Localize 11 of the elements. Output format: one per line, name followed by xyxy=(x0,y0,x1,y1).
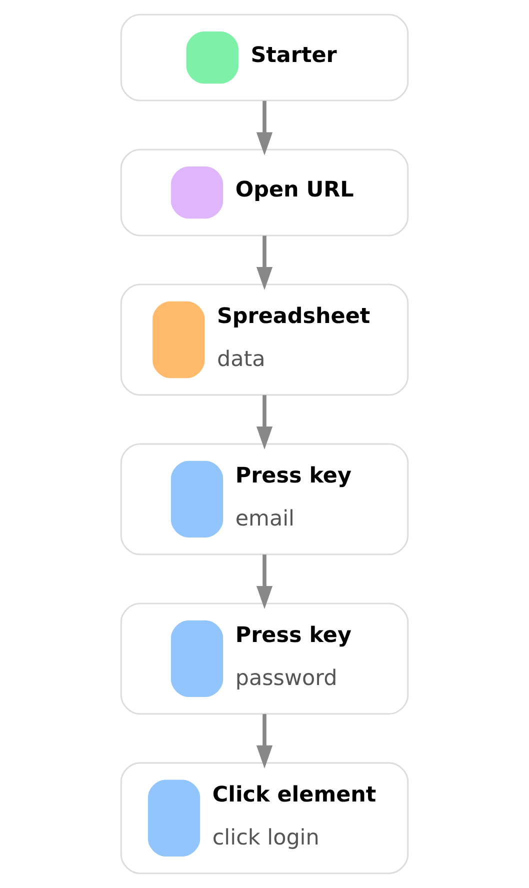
node-box: Starter xyxy=(120,14,409,102)
arrow xyxy=(256,100,273,156)
arrow xyxy=(256,395,273,450)
arrow xyxy=(256,236,273,290)
arrow xyxy=(256,714,273,768)
node-box: Click element click login xyxy=(120,762,409,874)
node-box: Open URL xyxy=(120,148,409,236)
node-box: Spreadsheet data xyxy=(120,284,409,396)
arrow xyxy=(256,554,273,609)
node-box: Press key email xyxy=(120,443,409,556)
node-box: Press key password xyxy=(120,602,409,715)
